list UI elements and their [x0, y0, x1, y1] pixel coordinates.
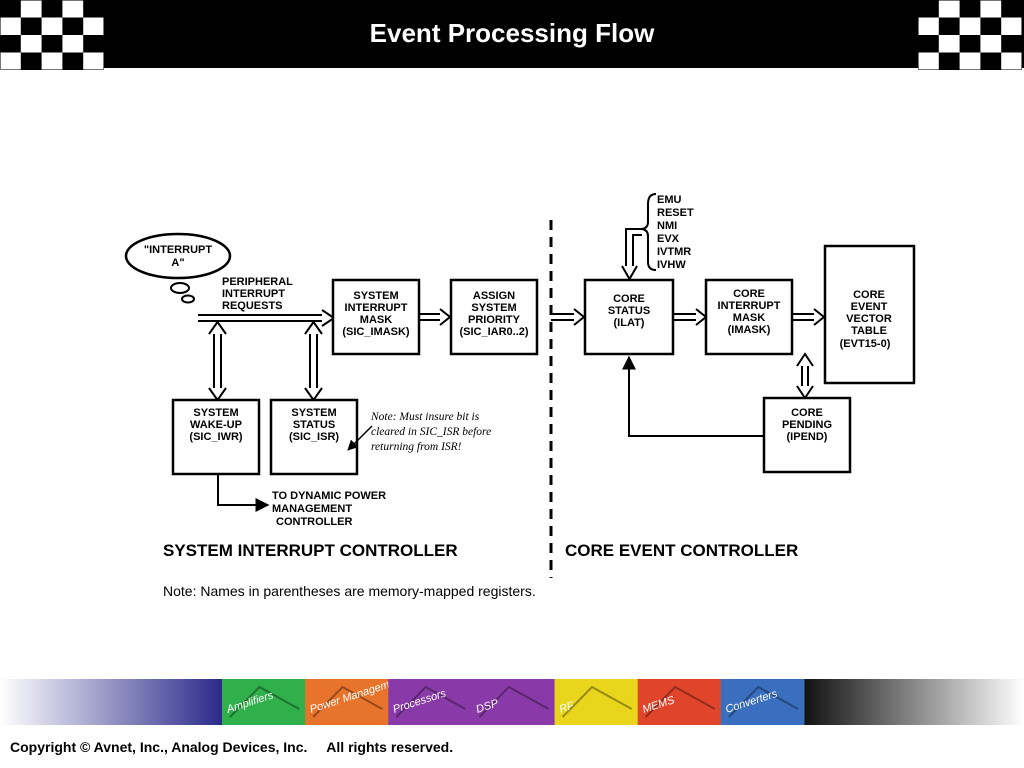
core-event-reset: RESET: [657, 207, 694, 219]
banner-tile-label: RF: [558, 700, 577, 716]
isr-double-arrow: [304, 320, 323, 402]
checkered-flag-right: [918, 0, 1022, 70]
dpm-line-1: TO DYNAMIC POWER: [272, 490, 386, 502]
copyright-text: Copyright © Avnet, Inc., Analog Devices,…: [10, 739, 454, 755]
ipend-line-3: (IPEND): [787, 431, 828, 443]
page-title: Event Processing Flow: [369, 18, 655, 48]
event-processing-diagram: "INTERRUPT A" PERIPHERAL INTERRUPT REQUE…: [124, 193, 916, 599]
checkered-flag-left: [0, 0, 104, 70]
core-event-ivhw: IVHW: [657, 259, 686, 271]
imask-line-3: MASK: [733, 312, 765, 324]
ipend-line-2: PENDING: [782, 419, 832, 431]
isr-clear-note: Note: Must insure bit is cleared in SIC_…: [370, 411, 491, 453]
title-bar: [0, 0, 1024, 68]
isr-note-line-3: returning from ISR!: [371, 441, 462, 453]
dynamic-power-management-label: TO DYNAMIC POWER MANAGEMENT CONTROLLER: [272, 490, 386, 528]
assign-priority-line-2: SYSTEM: [471, 302, 516, 314]
assign-priority-box: ASSIGN SYSTEM PRIORITY (SIC_IAR0..2): [449, 278, 539, 356]
banner-tile-mems: MEMS: [637, 679, 722, 725]
sic-isr-line-2: STATUS: [293, 419, 335, 431]
sic-iwr-line-3: (SIC_IWR): [189, 431, 243, 443]
banner-tile-rf: RF: [554, 679, 639, 725]
banner-tile-amplifiers: Amplifiers: [222, 679, 306, 725]
interrupt-bubble: "INTERRUPT A": [124, 232, 232, 304]
imask-line-4: (IMASK): [728, 324, 771, 336]
core-pending-ipend-box: CORE PENDING (IPEND): [762, 396, 852, 474]
peripheral-interrupt-requests-label: PERIPHERAL INTERRUPT REQUESTS: [222, 276, 293, 312]
sic-iwr-line-1: SYSTEM: [193, 407, 238, 419]
evt-line-3: VECTOR: [846, 313, 892, 325]
sic-isr-box: SYSTEM STATUS (SIC_ISR): [269, 398, 359, 476]
ilat-line-3: (ILAT): [614, 317, 645, 329]
evt-line-5: (EVT15-0): [840, 338, 891, 350]
banner-tile-dsp: DSP: [471, 679, 556, 725]
core-status-ilat-box: CORE STATUS (ILAT): [583, 278, 675, 356]
dpm-line-2: MANAGEMENT: [272, 503, 352, 515]
core-event-controller-label: CORE EVENT CONTROLLER: [565, 541, 798, 560]
sic-imask-line-3: MASK: [360, 314, 392, 326]
core-event-vector-table-box: CORE EVENT VECTOR TABLE (EVT15-0): [823, 244, 916, 385]
ipend-double-arrow: [796, 352, 814, 400]
interrupt-bubble-line-2: A": [171, 257, 184, 269]
sic-imask-line-4: (SIC_IMASK): [342, 326, 410, 338]
assign-priority-line-4: (SIC_IAR0..2): [459, 326, 528, 338]
peripheral-label-line-3: REQUESTS: [222, 300, 283, 312]
evt-line-1: CORE: [853, 289, 885, 301]
ilat-line-2: STATUS: [608, 305, 650, 317]
sic-imask-box: SYSTEM INTERRUPT MASK (SIC_IMASK): [331, 278, 421, 356]
core-event-nmi: NMI: [657, 220, 677, 232]
evt-line-2: EVENT: [851, 301, 888, 313]
isr-note-line-2: cleared in SIC_ISR before: [371, 426, 491, 438]
registers-note: Note: Names in parentheses are memory-ma…: [163, 583, 536, 599]
iwr-double-arrow: [208, 320, 227, 402]
sic-imask-line-2: INTERRUPT: [345, 302, 408, 314]
sic-iwr-line-2: WAKE-UP: [190, 419, 242, 431]
system-interrupt-controller-label: SYSTEM INTERRUPT CONTROLLER: [163, 541, 458, 560]
imask-line-1: CORE: [733, 288, 765, 300]
assign-priority-line-1: ASSIGN: [473, 290, 515, 302]
sic-isr-line-1: SYSTEM: [291, 407, 336, 419]
interrupt-bubble-line-1: "INTERRUPT: [144, 244, 212, 256]
sic-iwr-box: SYSTEM WAKE-UP (SIC_IWR): [171, 398, 261, 476]
ipend-feedback-arrow: [622, 355, 764, 437]
imask-line-2: INTERRUPT: [718, 300, 781, 312]
core-event-emu: EMU: [657, 194, 682, 206]
dpm-line-3: CONTROLLER: [276, 516, 352, 528]
peripheral-label-line-1: PERIPHERAL: [222, 276, 293, 288]
sic-imask-line-1: SYSTEM: [353, 290, 398, 302]
ipend-line-1: CORE: [791, 407, 823, 419]
core-interrupt-mask-box: CORE INTERRUPT MASK (IMASK): [704, 278, 794, 356]
evt-line-4: TABLE: [851, 325, 887, 337]
core-events-list: EMU RESET NMI EVX IVTMR IVHW: [641, 193, 694, 271]
peripheral-label-line-2: INTERRUPT: [222, 288, 285, 300]
banner-tile-converters: Converters: [720, 679, 805, 725]
sic-isr-line-3: (SIC_ISR): [289, 431, 339, 443]
isr-note-line-1: Note: Must insure bit is: [370, 411, 480, 423]
banner-tile-processors: Processors: [388, 679, 472, 725]
core-event-ivtmr: IVTMR: [657, 246, 691, 258]
ilat-line-1: CORE: [613, 293, 645, 305]
core-event-evx: EVX: [657, 233, 680, 245]
assign-priority-line-3: PRIORITY: [468, 314, 521, 326]
